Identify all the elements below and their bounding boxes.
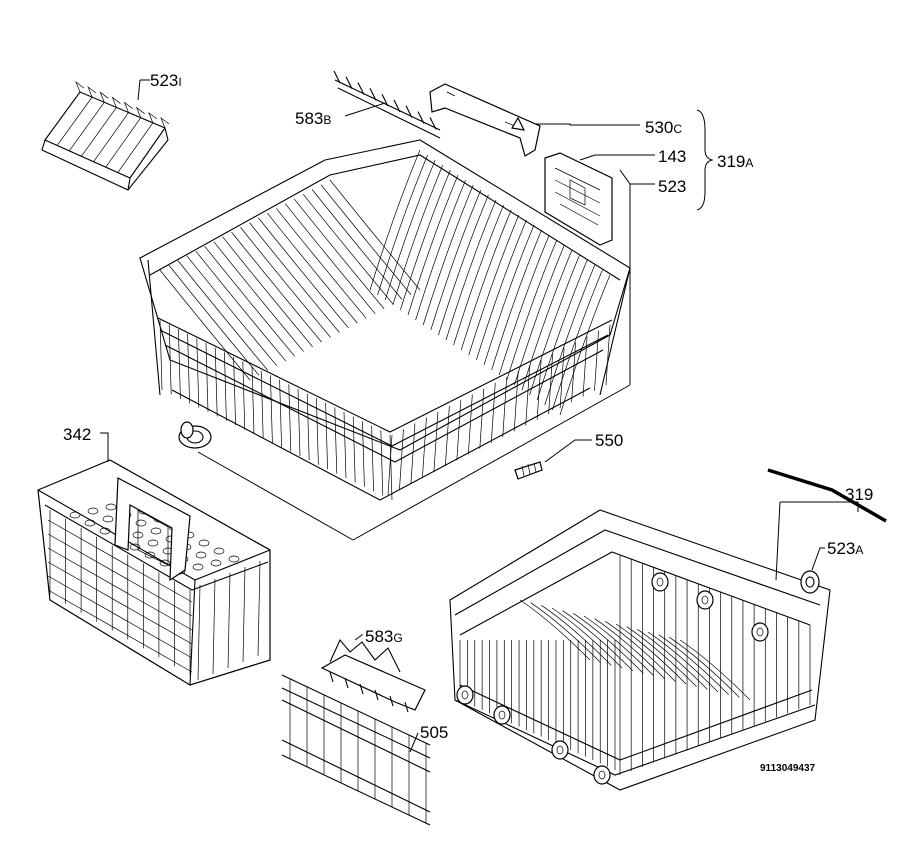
label-530c: 530C: [645, 118, 682, 137]
part-143-side-plate: [544, 152, 655, 246]
label-523a: 523A: [827, 539, 863, 558]
leaders-right-bracket: [197, 109, 714, 541]
label-523i: 523I: [150, 71, 182, 90]
part-583g-clip: [320, 634, 426, 713]
part-583b-spike-strip: [333, 70, 441, 139]
upper-basket: [139, 139, 631, 501]
part-530c-handle: [429, 83, 640, 157]
part-labels: 523I 583B 530C 143 523 319A 342 550 319 …: [63, 71, 873, 774]
part-550-pin: [514, 439, 592, 480]
label-319: 319: [845, 485, 873, 504]
label-583b: 583B: [295, 109, 331, 128]
diagram-code: 9113049437: [760, 763, 816, 774]
label-143: 143: [658, 147, 686, 166]
label-583g: 583G: [365, 627, 403, 646]
label-550: 550: [595, 431, 623, 450]
part-319-lower-basket: [449, 468, 887, 791]
part-523i-comb-rack: [41, 79, 170, 191]
part-505-rail: [281, 674, 431, 826]
part-342-cutlery-basket: [37, 432, 271, 686]
label-523: 523: [658, 177, 686, 196]
label-342: 342: [63, 425, 91, 444]
label-505: 505: [420, 723, 448, 742]
label-319a: 319A: [717, 152, 753, 171]
